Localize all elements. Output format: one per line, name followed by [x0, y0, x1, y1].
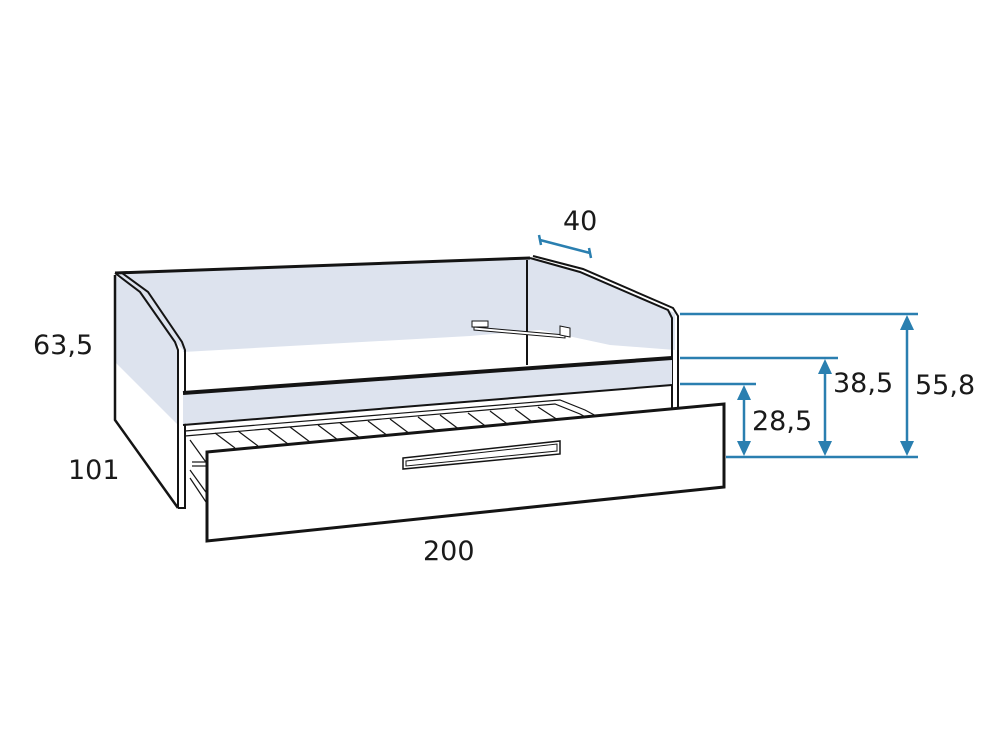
back-panel-highlight: [183, 330, 675, 392]
dimension-label-depth: 101: [68, 455, 120, 486]
dimension-label-side-height: 55,8: [915, 370, 976, 401]
dimension-label-drawer-height: 28,5: [752, 406, 813, 437]
dimension-label-length: 200: [423, 536, 475, 567]
dimension-lines: [537, 234, 918, 459]
dimension-label-total-height: 63,5: [33, 330, 94, 361]
dimension-label-depth-top: 40: [563, 206, 598, 237]
trundle-drawer: [205, 402, 726, 543]
front-rail: [183, 357, 672, 424]
shelf-bracket: [471, 320, 571, 339]
left-side-panel-white: [115, 362, 178, 508]
dimension-label-mattress-height: 38,5: [833, 368, 894, 399]
slats: [184, 399, 601, 506]
